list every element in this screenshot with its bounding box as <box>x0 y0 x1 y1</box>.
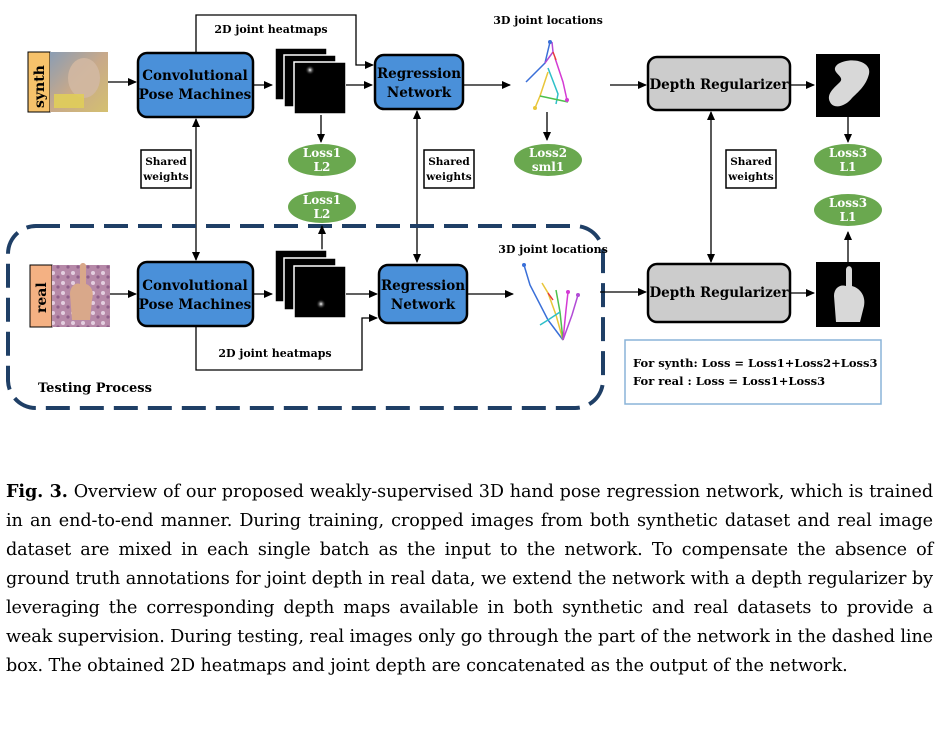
loss2-line1: Loss2 <box>529 146 567 160</box>
caption-text: Overview of our proposed weakly-supervis… <box>6 482 933 676</box>
real-label: real <box>34 282 50 313</box>
regression-top-line1: Regression <box>377 66 461 82</box>
shared-weights-depth-line1: Shared <box>730 156 772 168</box>
testing-process-box <box>6 224 605 410</box>
depth-map-top <box>816 54 880 117</box>
regression-top: Regression Network <box>373 53 465 111</box>
figure-caption: Fig. 3. Overview of our proposed weakly-… <box>6 477 933 681</box>
shared-weights-regression: Shared weights <box>423 149 475 189</box>
loss3-top-line1: Loss3 <box>829 146 867 160</box>
joint-locations-label-bottom: 3D joint locations <box>498 243 608 256</box>
pipeline-diagram: synth Convolutional Pose Machines 2D joi… <box>6 14 882 410</box>
heatmaps-top <box>274 47 347 115</box>
loss1-bottom-line1: Loss1 <box>303 193 341 207</box>
loss2-node: Loss2 sml1 <box>514 144 582 176</box>
synth-label: synth <box>32 65 48 108</box>
real-input: real <box>29 263 110 328</box>
cpm-top-line2: Pose Machines <box>139 87 252 103</box>
loss1-top-line2: L2 <box>314 160 331 174</box>
synth-input: synth <box>27 51 108 113</box>
loss1-bottom-node: Loss1 L2 <box>288 191 356 223</box>
loss1-top-line1: Loss1 <box>303 146 341 160</box>
skeleton-bottom <box>522 263 580 341</box>
depth-regularizer-bottom-label: Depth Regularizer <box>649 285 789 301</box>
shared-weights-regression-line2: weights <box>425 171 472 183</box>
loss3-top-line2: L1 <box>840 160 857 174</box>
regression-bottom-line1: Regression <box>381 278 465 294</box>
joint-locations-label-top: 3D joint locations <box>493 14 603 27</box>
heatmaps-label-top: 2D joint heatmaps <box>214 23 327 36</box>
loss-real-text: For real : Loss = Loss1+Loss3 <box>633 374 825 388</box>
loss3-bottom-line2: L1 <box>840 210 857 224</box>
shared-weights-depth: Shared weights <box>725 149 777 189</box>
loss-synth-text: For synth: Loss = Loss1+Loss2+Loss3 <box>633 356 877 370</box>
testing-process-label: Testing Process <box>38 381 152 396</box>
heatmaps-label-bottom: 2D joint heatmaps <box>218 347 331 360</box>
cpm-top-line1: Convolutional <box>142 68 247 84</box>
shared-weights-regression-line1: Shared <box>428 156 470 168</box>
regression-bottom-line2: Network <box>391 297 456 313</box>
cpm-bottom: Convolutional Pose Machines <box>136 260 255 328</box>
shared-weights-depth-line2: weights <box>727 171 774 183</box>
heatmaps-bottom <box>274 249 347 319</box>
depth-regularizer-bottom: Depth Regularizer <box>646 262 792 324</box>
loss1-top-node: Loss1 L2 <box>288 144 356 176</box>
cpm-bottom-line2: Pose Machines <box>139 297 252 313</box>
cpm-bottom-line1: Convolutional <box>142 278 247 294</box>
shared-weights-cpm-line2: weights <box>142 171 189 183</box>
depth-map-bottom <box>816 262 880 327</box>
regression-top-line2: Network <box>387 85 452 101</box>
loss3-bottom-node: Loss3 L1 <box>814 194 882 226</box>
depth-regularizer-top-label: Depth Regularizer <box>649 77 789 93</box>
loss-definition-box: For synth: Loss = Loss1+Loss2+Loss3 For … <box>624 339 882 405</box>
depth-regularizer-top: Depth Regularizer <box>646 55 792 112</box>
loss1-bottom-line2: L2 <box>314 207 331 221</box>
loss3-top-node: Loss3 L1 <box>814 144 882 176</box>
cpm-top: Convolutional Pose Machines <box>136 51 255 119</box>
loss2-line2: sml1 <box>532 160 564 174</box>
skeleton-top <box>525 40 569 110</box>
loss3-bottom-line1: Loss3 <box>829 196 867 210</box>
regression-bottom: Regression Network <box>377 263 469 325</box>
shared-weights-cpm: Shared weights <box>140 149 192 189</box>
shared-weights-cpm-line1: Shared <box>145 156 187 168</box>
caption-label: Fig. 3. <box>6 481 68 502</box>
